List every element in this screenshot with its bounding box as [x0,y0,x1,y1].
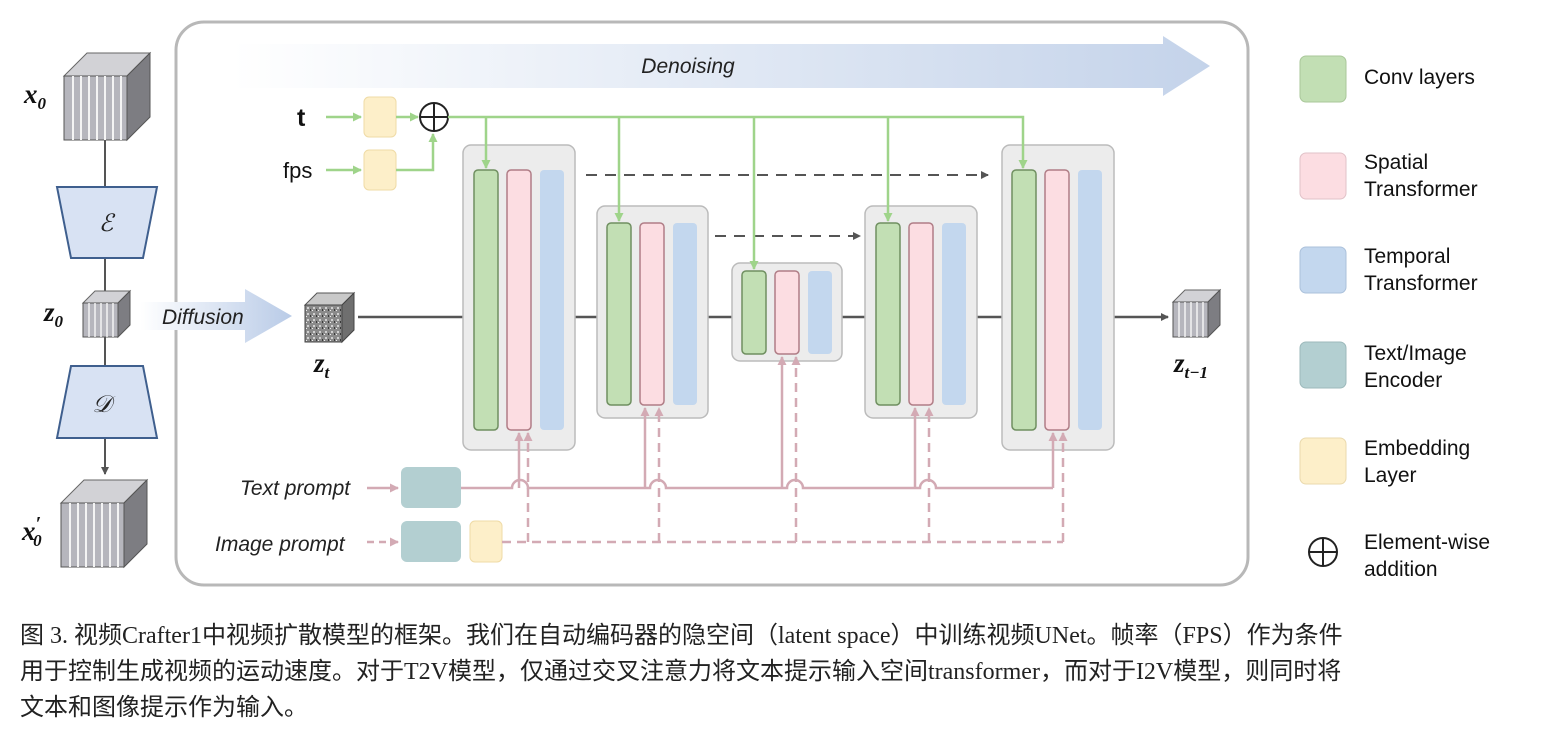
unet-block-3-bottleneck [731,262,843,362]
zt-minus-1-cube [1171,288,1222,339]
conv-layer [875,222,901,406]
temporal-transformer [942,223,966,405]
text-encoder [401,467,461,508]
zt-minus-1-label: zt−1 [1173,348,1208,382]
image-encoder [401,521,461,562]
unet-block-2 [596,205,709,419]
spatial-transformer [506,169,532,431]
videocrafter-framework-diagram: Denoising x0 ℰ [21,20,1490,587]
temporal-transformer [540,170,564,430]
x0-prime-cube [59,478,149,569]
image-prompt-label: Image prompt [215,533,346,556]
fps-input-label: fps [283,158,312,183]
unet-block-5 [1001,144,1115,451]
caption-line-1: 图 3. 视频Crafter1中视频扩散模型的框架。我们在自动编码器的隐空间（l… [20,623,1343,649]
decoder-block: 𝒟 [55,365,159,439]
zt-label: zt [313,348,331,382]
caption-line-3: 文本和图像提示作为输入。 [20,695,308,721]
x0-latent-cube [62,51,152,142]
conv-layer [741,270,767,355]
temporal-transformer [1078,170,1102,430]
t-input-label: t [297,104,306,132]
conv-layer [1011,169,1037,431]
denoising-label: Denoising [641,55,735,78]
conv-layer [473,169,499,431]
oplus-icon [419,102,449,132]
zt-noisy-cube [303,291,356,344]
unet-block-4 [864,205,978,419]
prompt-conditioning: Text prompt Image prompt [215,356,1068,563]
figure-caption: 图 3. 视频Crafter1中视频扩散模型的框架。我们在自动编码器的隐空间（l… [20,618,1520,726]
z0-label: z0 [43,297,64,331]
t-embedding-layer [363,96,397,138]
oplus-icon [1308,537,1338,567]
unet-block-1 [462,144,576,451]
denoising-arrow: Denoising [232,36,1210,96]
spatial-transformer [774,270,800,355]
time-conditioning: t fps [283,96,1028,270]
encoder-symbol: ℰ [99,211,116,237]
fps-embedding-layer [363,149,397,191]
image-embedding-layer [469,520,503,563]
x0-label: x0 [23,79,47,113]
spatial-transformer [1044,169,1070,431]
legend-item-conv: Conv layers [1299,55,1475,103]
x0-prime-label: x′0 [21,513,42,550]
conv-layer [606,222,632,406]
encoder-block: ℰ [55,186,159,259]
temporal-transformer [808,271,832,354]
diffusion-label: Diffusion [162,306,244,329]
spatial-transformer [639,222,665,406]
text-prompt-label: Text prompt [240,477,351,500]
spatial-transformer [908,222,934,406]
svg-text:Conv layers: Conv layers [1364,66,1475,89]
temporal-transformer [673,223,697,405]
caption-line-2: 用于控制生成视频的运动速度。对于T2V模型，仅通过交叉注意力将文本提示输入空间t… [20,659,1342,685]
autoencoder-column: x0 ℰ z0 𝒟 [21,51,159,569]
diffusion-arrow: Diffusion [140,289,292,343]
z0-latent-cube [81,289,132,339]
